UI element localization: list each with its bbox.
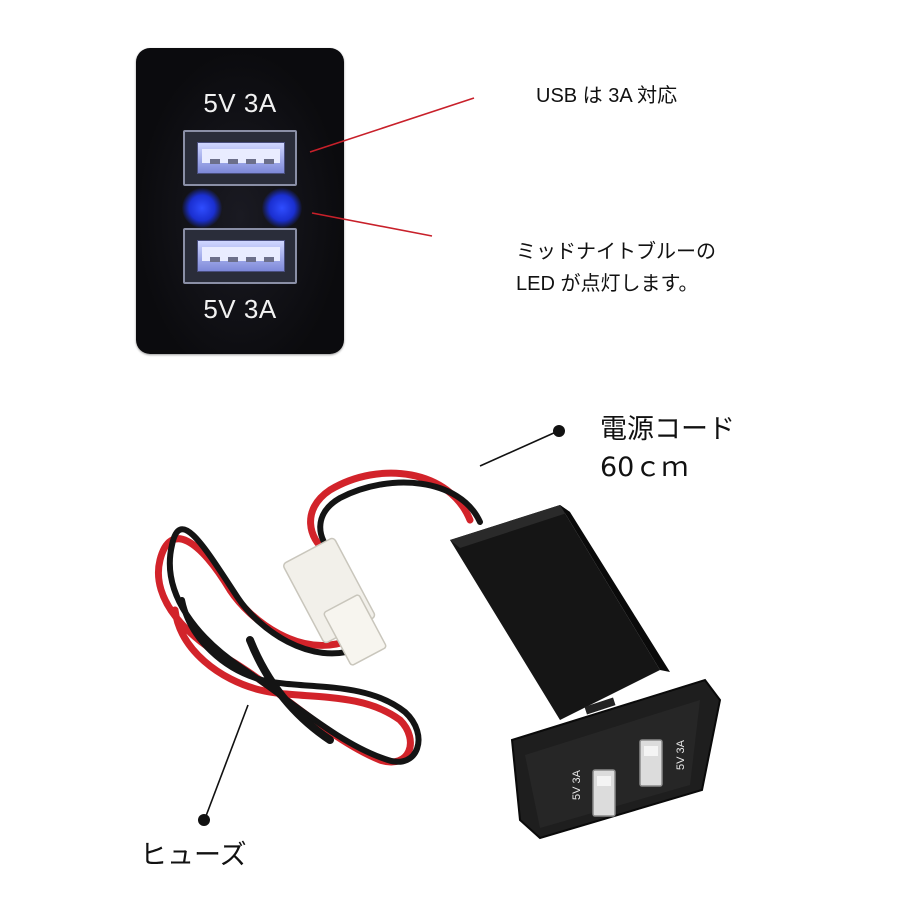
cord-callout-line1: 電源コード <box>600 414 735 445</box>
module-left-port-label: 5V 3A <box>571 769 583 800</box>
bottom-usb-port <box>183 228 297 284</box>
cord-pointer-line <box>479 431 557 467</box>
cord-callout-line2: 60ｃｍ <box>600 452 689 483</box>
fuse-callout: ヒューズ <box>140 840 247 871</box>
cable-bundle <box>155 469 483 766</box>
led-callout-line2: LED が点灯します。 <box>516 273 699 295</box>
module-right-port-label: 5V 3A <box>675 739 687 770</box>
fuse-pointer-dot <box>198 814 210 826</box>
led-callout-line <box>311 212 433 237</box>
fuse-pointer-line <box>205 704 249 817</box>
white-connector <box>283 537 387 666</box>
usb-module: 5V 3A 5V 3A <box>450 505 722 840</box>
top-usb-port <box>183 130 297 186</box>
usb-callout-line <box>309 97 475 153</box>
left-led-light <box>182 188 222 228</box>
right-led-light <box>262 188 302 228</box>
bottom-port-label: 5V 3A <box>203 294 277 324</box>
led-callout-line1: ミッドナイトブルーの <box>516 241 716 263</box>
top-port-label: 5V 3A <box>203 88 277 118</box>
cord-pointer-dot <box>553 425 565 437</box>
usb-3a-callout: USB は 3A 対応 <box>536 85 678 107</box>
usb-faceplate-closeup: 5V 3A 5V 3A <box>136 48 344 354</box>
